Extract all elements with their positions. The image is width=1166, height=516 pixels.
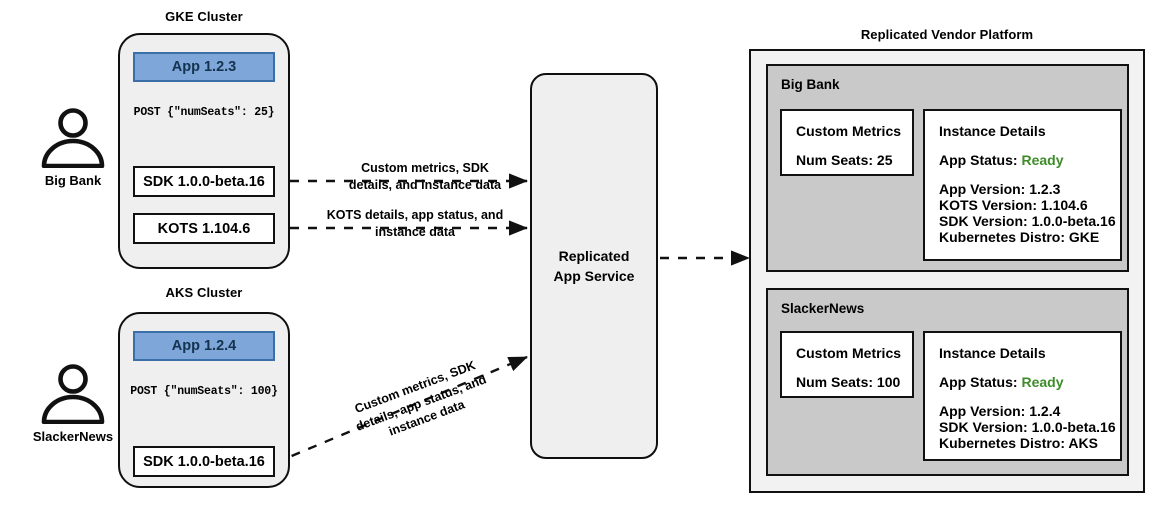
card-heading: Instance Details	[939, 123, 1046, 139]
card-custom-metrics-slackernews: Custom Metrics Num Seats: 100	[780, 331, 914, 398]
status-badge: Ready	[1021, 152, 1064, 168]
platform-customer-name: Big Bank	[781, 77, 840, 92]
node-replicated-app-service[interactable]: Replicated App Service	[530, 73, 658, 459]
post-body-aks: POST {"numSeats": 100}	[130, 385, 278, 398]
detail-kots-version: KOTS Version: 1.104.6	[939, 197, 1088, 213]
detail-kubernetes-distro: Kubernetes Distro: GKE	[939, 229, 1100, 245]
card-heading: Instance Details	[939, 345, 1046, 361]
node-kots-gke[interactable]: KOTS 1.104.6	[133, 213, 275, 244]
card-heading: Custom Metrics	[796, 345, 902, 361]
actor-label-big-bank: Big Bank	[44, 173, 102, 188]
cluster-title-gke: GKE Cluster	[165, 9, 243, 24]
edge-label-kots-to-service: KOTS details, app status, and instance d…	[310, 207, 520, 240]
edge-label-sdk-to-service: Custom metrics, SDK details, and instanc…	[330, 160, 520, 193]
card-instance-details-slackernews: Instance Details App Status: Ready App V…	[923, 331, 1122, 461]
spacer	[796, 139, 898, 152]
status-label: App Status:	[939, 152, 1018, 168]
node-app-gke[interactable]: App 1.2.3	[133, 52, 275, 82]
spacer	[939, 168, 1106, 181]
detail-app-version: App Version: 1.2.3	[939, 181, 1061, 197]
card-custom-metrics-big-bank: Custom Metrics Num Seats: 25	[780, 109, 914, 176]
status-row: App Status: Ready	[939, 152, 1106, 168]
edge-label-line-1: Custom metrics, SDK	[361, 161, 489, 175]
spacer	[939, 139, 1106, 152]
person-icon	[41, 364, 105, 424]
edge-label-line-2: details, and instance data	[348, 177, 502, 192]
metric-num-seats: Num Seats: 100	[796, 374, 901, 390]
post-body-gke: POST {"numSeats": 25}	[133, 106, 275, 119]
edge-label-line-1: KOTS details, app status, and	[326, 208, 504, 222]
app-service-line-1: Replicated	[558, 247, 630, 264]
card-instance-details-big-bank: Instance Details App Status: Ready App V…	[923, 109, 1122, 261]
node-sdk-gke[interactable]: SDK 1.0.0-beta.16	[133, 166, 275, 197]
actor-slackernews: SlackerNews	[15, 362, 131, 444]
status-badge: Ready	[1021, 374, 1064, 390]
detail-kubernetes-distro: Kubernetes Distro: AKS	[939, 435, 1098, 451]
spacer	[796, 361, 898, 374]
status-label: App Status:	[939, 374, 1018, 390]
detail-sdk-version: SDK Version: 1.0.0-beta.16	[939, 213, 1116, 229]
cluster-title-aks: AKS Cluster	[165, 285, 243, 300]
platform-customer-name: SlackerNews	[781, 301, 865, 316]
detail-sdk-version: SDK Version: 1.0.0-beta.16	[939, 419, 1116, 435]
app-service-line-2: App Service	[553, 268, 635, 284]
actor-label-slackernews: SlackerNews	[32, 429, 114, 444]
node-app-aks[interactable]: App 1.2.4	[133, 331, 275, 361]
metric-num-seats: Num Seats: 25	[796, 152, 893, 168]
node-sdk-aks[interactable]: SDK 1.0.0-beta.16	[133, 446, 275, 477]
card-heading: Custom Metrics	[796, 123, 902, 139]
platform-title: Replicated Vendor Platform	[860, 27, 1034, 42]
spacer	[939, 361, 1106, 374]
edge-label-line-2: instance data	[375, 224, 455, 239]
person-icon	[41, 108, 105, 168]
detail-app-version: App Version: 1.2.4	[939, 403, 1061, 419]
status-row: App Status: Ready	[939, 374, 1106, 390]
spacer	[939, 390, 1106, 403]
actor-big-bank: Big Bank	[24, 106, 122, 188]
